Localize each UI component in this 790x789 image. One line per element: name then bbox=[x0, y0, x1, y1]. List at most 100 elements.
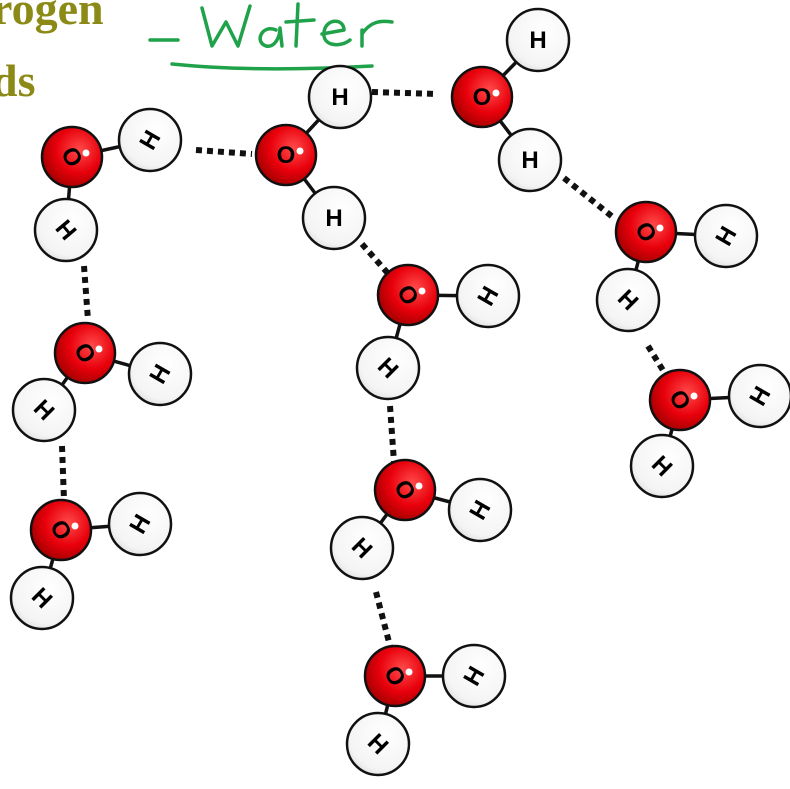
oxygen-atom: O bbox=[450, 65, 514, 129]
oxygen-highlight bbox=[492, 89, 500, 97]
hydrogen-atom: H bbox=[441, 643, 507, 709]
ink-letter-r bbox=[360, 19, 394, 48]
ink-letter-e bbox=[320, 19, 352, 47]
hydrogen-atom: H bbox=[33, 197, 99, 263]
water-molecule: HHO bbox=[11, 321, 193, 443]
h-bond bbox=[562, 175, 616, 221]
hydrogen-atom: H bbox=[505, 7, 571, 73]
hydrogen-atom: H bbox=[497, 127, 563, 193]
h-bond bbox=[645, 344, 667, 374]
oxygen-atom: O bbox=[53, 321, 117, 385]
hydrogen-atom: H bbox=[127, 341, 193, 407]
oxygen-highlight bbox=[656, 224, 664, 232]
hydrogen-sphere bbox=[505, 7, 571, 73]
oxygen-sphere bbox=[40, 125, 104, 189]
hydrogen-sphere bbox=[9, 565, 75, 631]
oxygen-label: O bbox=[473, 84, 492, 111]
oxygen-sphere bbox=[648, 368, 712, 432]
hydrogen-atom: H bbox=[727, 363, 790, 429]
water-molecule: HHO bbox=[629, 363, 790, 499]
hydrogen-atom: H bbox=[355, 335, 421, 401]
oxygen-atom: O bbox=[614, 200, 678, 264]
hydrogen-sphere bbox=[629, 433, 695, 499]
hydrogen-label: H bbox=[521, 147, 538, 174]
hydrogen-sphere bbox=[117, 107, 183, 173]
hydrogen-atom: H bbox=[117, 107, 183, 173]
oxygen-atom: O bbox=[40, 125, 104, 189]
h-bond bbox=[195, 147, 253, 157]
hydrogen-atom: H bbox=[447, 477, 513, 543]
hydrogen-sphere bbox=[727, 363, 790, 429]
hydrogen-sphere bbox=[307, 64, 373, 130]
hydrogen-sphere bbox=[447, 477, 513, 543]
h-bond bbox=[373, 591, 393, 647]
ink-letter-t bbox=[284, 2, 316, 48]
h-bond bbox=[59, 445, 67, 501]
hydrogen-label: H bbox=[529, 27, 546, 54]
water-molecule: HHO bbox=[595, 200, 759, 333]
oxygen-atom: O bbox=[254, 123, 318, 187]
oxygen-label: O bbox=[277, 142, 296, 169]
water-molecule: HHO bbox=[33, 107, 183, 263]
oxygen-sphere bbox=[376, 263, 440, 327]
water-molecule: H H O bbox=[254, 64, 373, 251]
hydrogen-sphere bbox=[455, 263, 521, 329]
oxygen-highlight bbox=[415, 482, 423, 490]
oxygen-sphere bbox=[29, 498, 93, 562]
hydrogen-sphere bbox=[693, 203, 759, 269]
oxygen-highlight bbox=[418, 287, 426, 295]
oxygen-highlight bbox=[71, 522, 79, 530]
oxygen-highlight bbox=[296, 147, 304, 155]
hydrogen-atom: H bbox=[693, 203, 759, 269]
water-molecule: HHO bbox=[9, 491, 173, 631]
water-molecule: HHO bbox=[345, 643, 507, 777]
hydrogen-sphere bbox=[355, 335, 421, 401]
hydrogen-label: H bbox=[325, 205, 342, 232]
hydrogen-atom: H bbox=[345, 711, 411, 777]
hydrogen-atom: H bbox=[9, 565, 75, 631]
handwritten-water-annotation bbox=[148, 2, 394, 71]
hydrogen-atom: H bbox=[629, 433, 695, 499]
oxygen-highlight bbox=[690, 392, 698, 400]
title-line-1: rogen bbox=[0, 0, 104, 34]
oxygen-sphere bbox=[614, 200, 678, 264]
hydrogen-sphere bbox=[497, 127, 563, 193]
h-bond bbox=[81, 265, 91, 321]
oxygen-atom: O bbox=[373, 458, 437, 522]
hydrogen-sphere bbox=[33, 197, 99, 263]
oxygen-sphere bbox=[254, 123, 318, 187]
hydrogen-sphere bbox=[107, 491, 173, 557]
oxygen-atom: O bbox=[29, 498, 93, 562]
oxygen-highlight bbox=[405, 668, 413, 676]
oxygen-atom: O bbox=[363, 644, 427, 708]
hydrogen-atom: H bbox=[455, 263, 521, 329]
hydrogen-atom: H bbox=[329, 515, 395, 581]
hydrogen-sphere bbox=[11, 377, 77, 443]
hydrogen-atom: H bbox=[107, 491, 173, 557]
water-molecule: HHO bbox=[329, 458, 513, 581]
water-molecule: HHO bbox=[355, 263, 521, 401]
ink-letter-w bbox=[200, 4, 252, 48]
oxygen-sphere bbox=[373, 458, 437, 522]
oxygen-highlight bbox=[95, 345, 103, 353]
hydrogen-sphere bbox=[595, 267, 661, 333]
ink-letter-a bbox=[258, 26, 284, 48]
oxygen-sphere bbox=[450, 65, 514, 129]
hydrogen-sphere bbox=[345, 711, 411, 777]
hydrogen-atom: H bbox=[11, 377, 77, 443]
hydrogen-sphere bbox=[301, 185, 367, 251]
h-bond bbox=[387, 405, 397, 463]
oxygen-atom: O bbox=[648, 368, 712, 432]
h-bond bbox=[371, 89, 439, 97]
water-molecule: H H O bbox=[450, 7, 571, 193]
oxygen-sphere bbox=[363, 644, 427, 708]
oxygen-atom: O bbox=[376, 263, 440, 327]
hydrogen-atom: H bbox=[307, 64, 373, 130]
oxygen-sphere bbox=[53, 321, 117, 385]
hydrogen-label: H bbox=[331, 84, 348, 111]
hydrogen-sphere bbox=[441, 643, 507, 709]
title-line-2: ds bbox=[0, 55, 36, 106]
